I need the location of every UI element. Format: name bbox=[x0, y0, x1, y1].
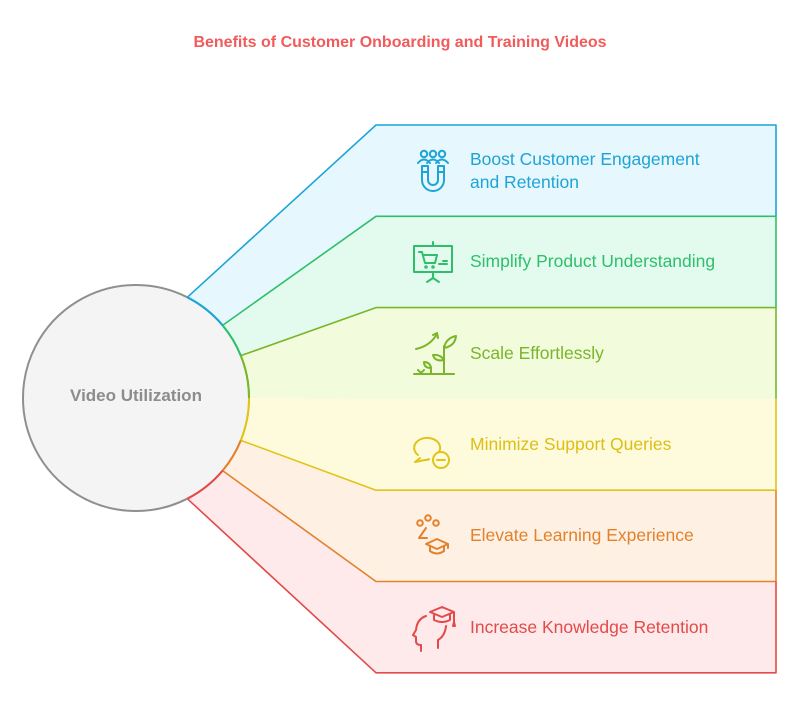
benefit-band-outline bbox=[222, 215, 777, 327]
chat-minus-icon bbox=[413, 436, 450, 469]
benefit-band-fill bbox=[240, 307, 776, 399]
benefit-band-outline bbox=[222, 469, 777, 583]
benefit-label: Elevate Learning Experience bbox=[470, 524, 694, 547]
magnet-people-icon bbox=[417, 149, 449, 192]
benefit-label-line: and Retention bbox=[470, 171, 579, 192]
hub-arc-segment bbox=[186, 469, 224, 500]
hub-arc-segment bbox=[239, 355, 250, 399]
hub-arc-segment bbox=[221, 439, 242, 472]
benefit-band-outline bbox=[240, 398, 777, 491]
benefit-label-line: Minimize Support Queries bbox=[470, 434, 672, 455]
hub-arc-segment bbox=[186, 296, 224, 327]
hub-circle-outline bbox=[22, 284, 188, 512]
benefit-label-line: Elevate Learning Experience bbox=[470, 525, 694, 546]
benefit-band-fill bbox=[187, 470, 777, 673]
benefit-band-outline bbox=[186, 124, 777, 298]
hub-label: Video Utilization bbox=[70, 386, 202, 405]
head-graduation-icon bbox=[412, 606, 456, 653]
hub-arc-segment bbox=[239, 397, 250, 441]
benefit-band-outline bbox=[240, 306, 777, 399]
presentation-cart-icon bbox=[413, 240, 453, 283]
benefit-label: Increase Knowledge Retention bbox=[470, 616, 708, 639]
learners-graduation-icon bbox=[416, 514, 449, 555]
diagram-title: Benefits of Customer Onboarding and Trai… bbox=[193, 34, 607, 51]
benefit-label: Simplify Product Understanding bbox=[470, 250, 715, 273]
benefit-band-fill bbox=[222, 216, 777, 356]
hub-arc-segment bbox=[221, 324, 242, 357]
hub-circle bbox=[24, 286, 248, 510]
benefit-label-line: Scale Effortlessly bbox=[470, 342, 604, 363]
benefit-band-fill bbox=[222, 440, 777, 582]
benefit-label-line: Simplify Product Understanding bbox=[470, 251, 716, 272]
growth-plant-icon bbox=[413, 332, 457, 376]
benefit-band-fill bbox=[187, 125, 777, 326]
benefit-label-line: Increase Knowledge Retention bbox=[470, 616, 709, 637]
benefit-band-fill bbox=[240, 398, 776, 491]
benefit-label: Minimize Support Queries bbox=[470, 433, 671, 456]
benefit-label: Scale Effortlessly bbox=[470, 342, 604, 365]
benefit-band-outline bbox=[186, 498, 777, 674]
benefit-label-line: Boost Customer Engagement bbox=[470, 148, 700, 169]
